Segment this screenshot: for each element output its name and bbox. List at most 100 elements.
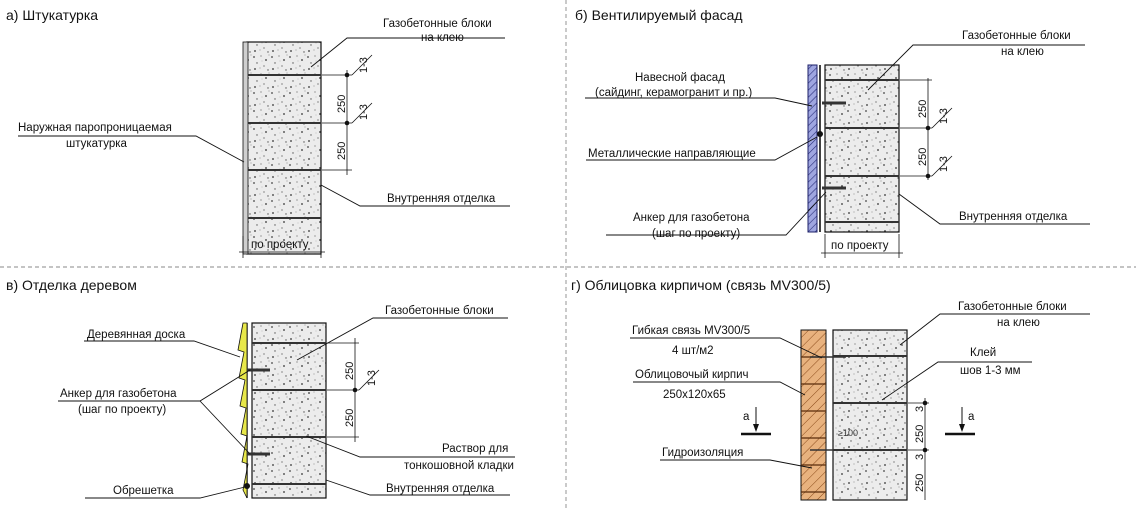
label-blocks-2: на клею bbox=[997, 317, 1040, 329]
panel-wood-finish: в) Отделка деревом 250 1-3 250 Газоб bbox=[6, 277, 515, 499]
label-inner: Внутренняя отделка bbox=[387, 193, 496, 205]
dim-joint-1: 1-3 bbox=[938, 108, 950, 124]
panel-brick-cladding: г) Облицовка кирпичом (связь MV300/5) ≥1… bbox=[571, 277, 1090, 501]
section-mark-right: а bbox=[945, 407, 975, 436]
label-brick-2: 250х120х65 bbox=[663, 389, 726, 401]
leader-glue bbox=[881, 361, 1032, 401]
label-tie-2: 4 шт/м2 bbox=[672, 345, 714, 357]
panel-c-title: в) Отделка деревом bbox=[6, 277, 137, 293]
block-joints bbox=[825, 79, 899, 223]
label-anchor-1: Анкер для газобетона bbox=[633, 212, 750, 224]
dim-block-2: 250 bbox=[914, 474, 926, 492]
flexible-ties bbox=[810, 356, 846, 451]
dim-block-1: 250 bbox=[914, 425, 926, 443]
dim-joint-1: 3 bbox=[914, 406, 926, 412]
leader-blocks bbox=[899, 313, 1090, 346]
label-anchor-2: (шаг по проекту) bbox=[78, 404, 166, 416]
brick-cladding bbox=[800, 329, 827, 501]
dim-block-1: 250 bbox=[336, 95, 348, 113]
dim-block-1: 250 bbox=[917, 100, 929, 118]
dim-joint-1: 1-3 bbox=[358, 57, 370, 73]
label-guides: Металлические направляющие bbox=[588, 148, 756, 160]
leader-inner bbox=[325, 479, 510, 496]
label-facade-1: Навесной фасад bbox=[635, 72, 725, 84]
aerated-block-wall bbox=[824, 64, 900, 233]
label-anchor-1: Анкер для газобетона bbox=[60, 388, 177, 400]
label-lathing: Обрешетка bbox=[113, 485, 174, 497]
leader-facade bbox=[585, 97, 813, 107]
label-glue-2: шов 1-3 мм bbox=[960, 365, 1021, 377]
label-glue-1: Клей bbox=[970, 347, 996, 359]
block-joints bbox=[252, 342, 326, 485]
label-blocks-2: на клею bbox=[421, 32, 464, 44]
panel-d-title: г) Облицовка кирпичом (связь MV300/5) bbox=[571, 277, 831, 293]
leader-inner bbox=[320, 184, 510, 207]
label-board: Деревянная доска bbox=[87, 329, 186, 341]
label-waterproof: Гидроизоляция bbox=[662, 447, 743, 459]
leader-brick bbox=[633, 381, 806, 396]
leader-board bbox=[84, 340, 241, 358]
anchors bbox=[247, 368, 270, 456]
label-mortar-1: Раствор для bbox=[442, 443, 508, 455]
dim-joint-2: 3 bbox=[914, 454, 926, 460]
by-project-label: по проекту bbox=[251, 239, 309, 251]
label-blocks-1: Газобетонные блоки bbox=[962, 30, 1071, 42]
leader-blocks bbox=[296, 317, 508, 361]
dim-joint-2: 1-3 bbox=[938, 156, 950, 172]
anchors bbox=[822, 101, 846, 190]
width-dimension: по проекту bbox=[821, 234, 903, 258]
dimension-chain: 1-3 250 1-3 250 bbox=[322, 54, 373, 175]
aerated-block-wall bbox=[251, 322, 327, 499]
label-mortar-2: тонкошовной кладки bbox=[404, 460, 514, 472]
leader-guides bbox=[586, 136, 818, 161]
dim-block-2: 250 bbox=[917, 148, 929, 166]
by-project-label: по проекту bbox=[831, 240, 889, 252]
small-mark: ≥100 bbox=[838, 428, 858, 438]
panel-plaster: а) Штукатурка 1-3 250 1-3 250 bbox=[6, 7, 510, 258]
aerated-block-wall bbox=[832, 329, 908, 501]
leader-blocks bbox=[310, 37, 505, 68]
aerated-block-wall bbox=[246, 41, 322, 255]
leader-mortar bbox=[305, 435, 515, 458]
dim-block-2: 250 bbox=[336, 142, 348, 160]
label-blocks-1: Газобетонные блоки bbox=[383, 18, 492, 30]
section-mark-left: а bbox=[741, 407, 771, 436]
panel-ventilated-facade: б) Вентилируемый фасад 250 1-3 2 bbox=[575, 7, 1090, 258]
leader-inner bbox=[898, 193, 1090, 225]
plaster-layer bbox=[242, 41, 249, 255]
label-blocks: Газобетонные блоки bbox=[385, 305, 494, 317]
dim-joint-2: 1-3 bbox=[358, 104, 370, 120]
guide-dot bbox=[817, 131, 823, 137]
leader-blocks bbox=[867, 44, 1085, 91]
dimension-chain: 250 1-3 250 bbox=[327, 338, 380, 442]
dim-joint-1: 1-3 bbox=[366, 370, 378, 386]
width-dimension: по проекту bbox=[239, 236, 325, 258]
leader-tie bbox=[630, 337, 823, 359]
leader-lathing bbox=[85, 486, 246, 499]
leader-anchor bbox=[606, 191, 827, 236]
leader-waterproof bbox=[660, 459, 813, 469]
dim-block-2: 250 bbox=[344, 409, 356, 427]
section-label-right: а bbox=[968, 411, 975, 423]
label-inner: Внутренняя отделка bbox=[959, 211, 1068, 223]
label-facade-2: (сайдинг, керамогранит и пр.) bbox=[595, 87, 752, 99]
label-inner: Внутренняя отделка bbox=[386, 483, 495, 495]
block-joints bbox=[248, 74, 321, 219]
wood-board bbox=[237, 322, 249, 499]
label-blocks-1: Газобетонные блоки bbox=[958, 301, 1067, 313]
dim-block-1: 250 bbox=[344, 362, 356, 380]
label-anchor-2: (шаг по проекту) bbox=[652, 228, 740, 240]
lathing-dot bbox=[244, 483, 250, 489]
dimension-chain: 250 1-3 250 1-3 bbox=[900, 78, 953, 180]
label-blocks-2: на клею bbox=[1001, 46, 1044, 58]
cladding-panel bbox=[807, 64, 818, 233]
panel-b-title: б) Вентилируемый фасад bbox=[575, 7, 743, 23]
section-label-left: а bbox=[743, 411, 750, 423]
leader-anchor-2 bbox=[199, 400, 251, 455]
panel-a-title: а) Штукатурка bbox=[6, 7, 98, 23]
label-plaster-2: штукатурка bbox=[66, 138, 127, 150]
label-brick-1: Облицовочый кирпич bbox=[635, 369, 749, 381]
label-plaster-1: Наружная паропроницаемая bbox=[18, 122, 172, 134]
leader-plaster bbox=[18, 135, 245, 163]
